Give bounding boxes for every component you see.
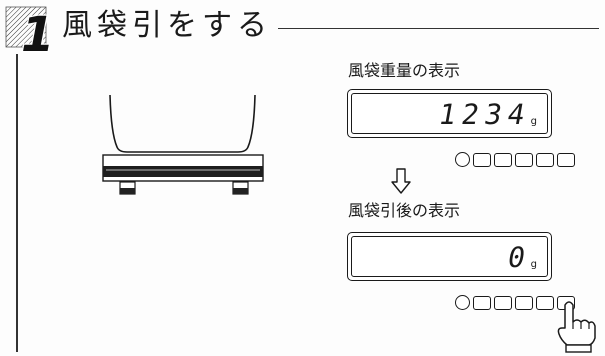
square-key — [494, 152, 512, 167]
scale-foot-left — [119, 181, 136, 195]
tare-display-label: 風袋重量の表示 — [348, 61, 461, 80]
after-tare-unit: g — [530, 259, 537, 270]
square-key — [557, 152, 575, 167]
square-key — [494, 295, 512, 310]
square-key — [515, 152, 533, 167]
circle-key — [455, 152, 470, 167]
square-key — [536, 295, 554, 310]
side-rule — [16, 54, 18, 352]
tare-weight-display: 1234 g — [347, 89, 552, 138]
key-row-after — [455, 295, 575, 310]
hatch-square — [5, 6, 47, 48]
tare-unit: g — [530, 116, 537, 127]
step-title: 風袋引をする — [62, 8, 272, 43]
square-key — [515, 295, 533, 310]
after-tare-display-label: 風袋引後の表示 — [348, 201, 461, 220]
scale-platform — [102, 154, 264, 182]
scale-foot-right — [232, 181, 249, 195]
square-key — [473, 152, 491, 167]
square-key — [473, 295, 491, 310]
hatched-step-icon: 1 — [5, 6, 56, 54]
step-number: 1 — [21, 7, 54, 54]
title-rule — [278, 28, 599, 29]
square-key — [536, 152, 554, 167]
after-tare-value: 0 — [504, 241, 534, 274]
scale-with-container-icon — [102, 94, 264, 195]
after-tare-display: 0 g — [347, 232, 552, 281]
tare-container — [109, 94, 256, 153]
down-arrow-icon — [391, 168, 411, 194]
after-tare-readout: 0 g — [504, 241, 537, 274]
circle-key — [455, 295, 470, 310]
tare-value: 1234 — [436, 98, 534, 131]
key-row-before — [455, 152, 575, 167]
tare-readout: 1234 g — [436, 98, 537, 131]
pointing-hand-icon — [557, 301, 596, 353]
hand-cuff — [565, 344, 592, 353]
